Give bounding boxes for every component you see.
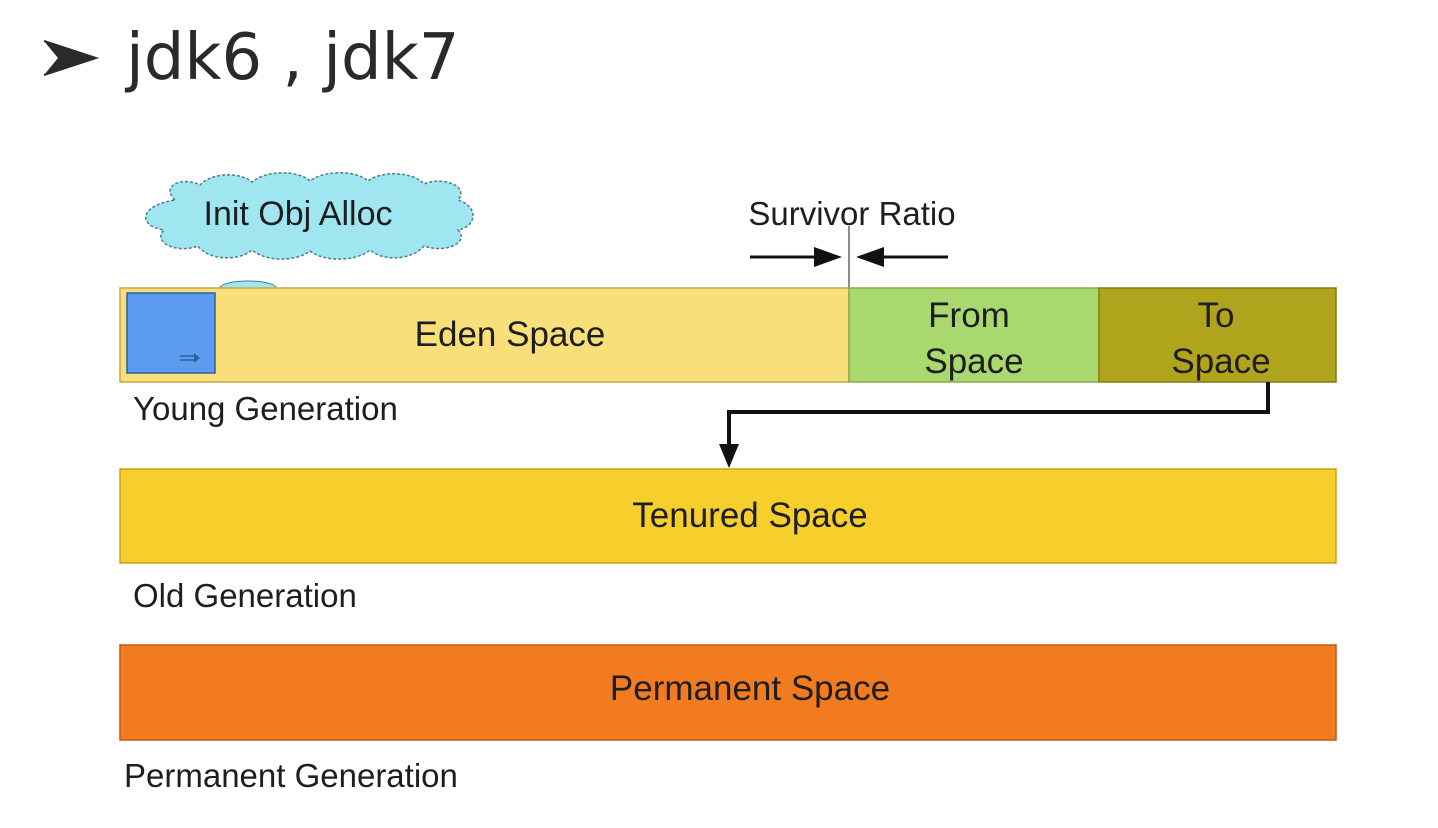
- survivor-ratio-marker: Survivor Ratio: [748, 195, 956, 290]
- promotion-arrow-head-icon: [719, 444, 739, 468]
- arrowhead-bullet-icon: [43, 40, 100, 76]
- permanent-generation-caption: Permanent Generation: [124, 757, 458, 794]
- tenured-space-label: Tenured Space: [632, 496, 867, 535]
- init-obj-alloc-cloud: Init Obj Alloc: [145, 172, 474, 260]
- to-space-label-line2: Space: [1171, 342, 1270, 381]
- permanent-space-label: Permanent Space: [610, 669, 890, 708]
- from-space-block: [848, 287, 1100, 383]
- allocated-object-block: [126, 292, 216, 374]
- survivor-ratio-label: Survivor Ratio: [748, 195, 955, 232]
- tenured-space-block: [119, 468, 1337, 564]
- permanent-generation: Permanent Space Permanent Generation: [119, 644, 1337, 794]
- slide-title: jdk6 , jdk7: [40, 18, 459, 98]
- arrow-left-head-icon: [856, 247, 884, 267]
- old-generation-caption: Old Generation: [133, 577, 357, 614]
- object-arrow-icon: [194, 353, 200, 363]
- title-text: jdk6 , jdk7: [126, 21, 460, 95]
- promotion-arrow-line: [727, 382, 1270, 448]
- from-space-label-line1: From: [928, 296, 1010, 335]
- old-generation: Tenured Space Old Generation: [119, 468, 1337, 614]
- to-space-label-line1: To: [1198, 296, 1235, 335]
- eden-space-label: Eden Space: [415, 315, 606, 354]
- to-space-block: [1098, 287, 1337, 383]
- arrow-right-head-icon: [814, 247, 842, 267]
- young-generation: Eden Space From Space To Space Young Gen…: [119, 287, 1337, 427]
- permanent-space-block: [119, 644, 1337, 741]
- promotion-arrow: [719, 382, 1270, 468]
- from-space-label-line2: Space: [924, 342, 1023, 381]
- cloud-label: Init Obj Alloc: [204, 195, 393, 233]
- young-generation-caption: Young Generation: [133, 390, 398, 427]
